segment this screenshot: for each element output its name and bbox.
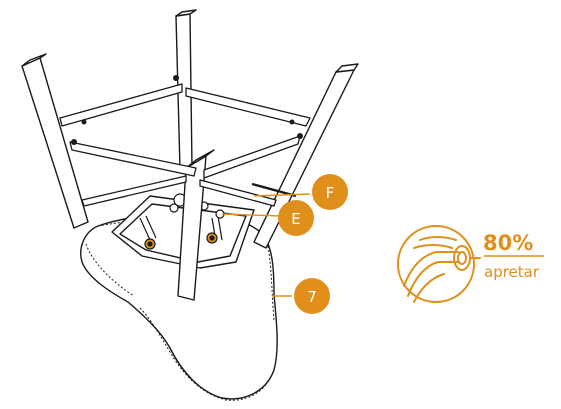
callout-e: E xyxy=(278,200,314,236)
callout-e-label: E xyxy=(291,210,300,228)
callout-f: F xyxy=(312,174,348,210)
wrench-tighten-icon xyxy=(397,225,481,303)
stretchers xyxy=(59,83,311,207)
chair-legs xyxy=(21,9,359,301)
tighten-label: apretar xyxy=(484,263,540,281)
callout-f-label: F xyxy=(326,184,335,202)
tighten-percent: 80% xyxy=(483,231,533,255)
callout-7-label: 7 xyxy=(307,288,317,306)
cross-rail xyxy=(251,182,297,198)
callout-7: 7 xyxy=(294,278,330,314)
joint-screws xyxy=(71,75,303,145)
leg-left xyxy=(21,57,89,229)
callout-leaders xyxy=(221,193,311,297)
bolts xyxy=(139,193,225,250)
